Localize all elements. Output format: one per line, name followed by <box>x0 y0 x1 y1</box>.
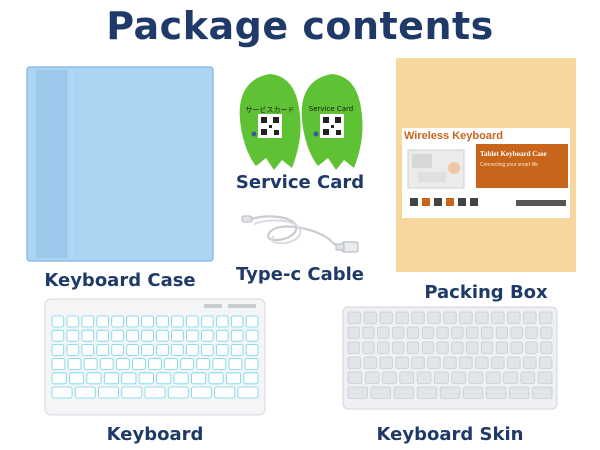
type-c-cable-image <box>240 210 360 260</box>
type-c-cable-label: Type-c Cable <box>236 264 364 285</box>
packing-box-panel-subtitle: Connecting your smart life <box>480 162 539 168</box>
page-title: Package contents <box>106 4 494 48</box>
service-card-left-text: サービスカード <box>245 106 295 114</box>
service-card-right-text: Service Card <box>308 105 354 113</box>
packing-box-label: Packing Box <box>424 282 548 303</box>
keyboard-image <box>44 298 266 416</box>
keyboard-skin-image <box>342 306 558 410</box>
service-card-image <box>236 72 366 174</box>
keyboard-label: Keyboard <box>106 424 204 445</box>
keyboard-skin-label: Keyboard Skin <box>376 424 524 445</box>
packing-box-image <box>396 58 576 272</box>
keyboard-case-label: Keyboard Case <box>44 270 196 291</box>
packing-box-panel-title: Tablet Keyboard Case <box>480 150 547 158</box>
service-card-label: Service Card <box>235 172 365 193</box>
packing-box-brand: Wireless Keyboard <box>404 130 503 142</box>
keyboard-case-image <box>26 66 214 262</box>
